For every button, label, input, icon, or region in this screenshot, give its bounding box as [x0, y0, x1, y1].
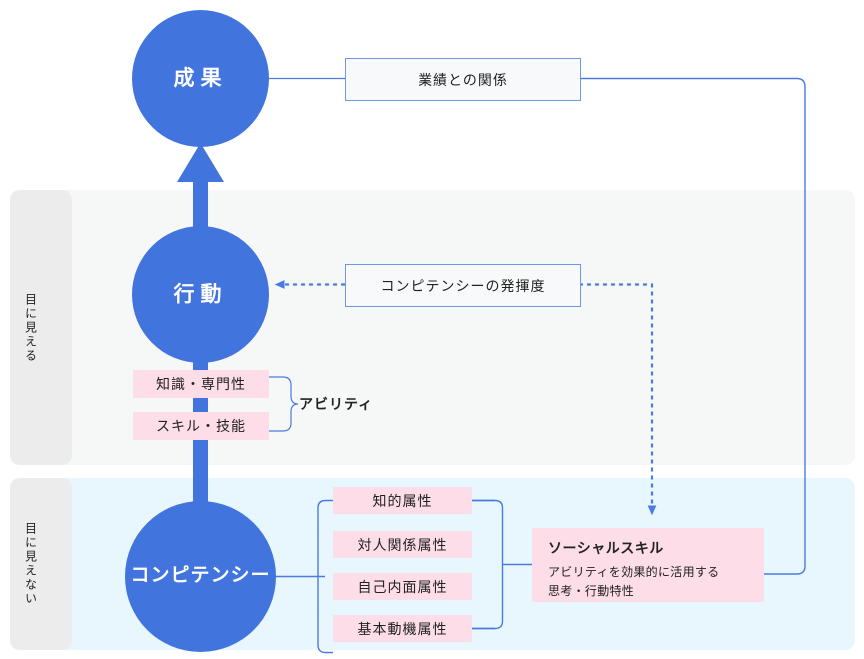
bracket-attributes-left [310, 499, 333, 654]
arrowhead-kodo-to-seika [177, 143, 224, 182]
band-tab-visible [10, 190, 72, 465]
social-skill-title: ソーシャルスキル [548, 540, 664, 556]
node-kodo[interactable]: 行動 [132, 226, 269, 363]
box-ability-knowledge[interactable]: 知識・専門性 [133, 370, 269, 398]
dotted-hakki-to-social [579, 283, 657, 516]
bracket-ability [269, 376, 299, 432]
bracket-attributes-right [472, 499, 504, 630]
box-attribute-inner-self[interactable]: 自己内面属性 [333, 573, 472, 600]
band-label-visible: 目に見える [23, 292, 38, 363]
social-skill-desc-line1: アビリティを効果的に活用する [548, 565, 720, 579]
label-ability: アビリティ [299, 396, 374, 412]
social-skill-desc-line2: 思考・行動特性 [548, 583, 635, 598]
box-attribute-basic-motive[interactable]: 基本動機属性 [333, 615, 472, 642]
box-ability-skill[interactable]: スキル・技能 [133, 412, 269, 440]
box-attribute-interpersonal[interactable]: 対人関係属性 [333, 531, 472, 558]
box-competency-hakkido[interactable]: コンピテンシーの発揮度 [345, 264, 581, 307]
node-competency[interactable]: コンピテンシー [125, 501, 276, 652]
box-social-skill[interactable]: ソーシャルスキル アビリティを効果的に活用する 思考・行動特性 [532, 528, 764, 602]
box-gyoseki-tono-kankei[interactable]: 業績との関係 [345, 58, 581, 101]
node-seika[interactable]: 成果 [132, 10, 269, 147]
line-gyoseki-to-social [579, 77, 806, 575]
band-label-hidden: 目に見えない [23, 522, 38, 606]
band-tab-hidden [10, 478, 72, 650]
box-attribute-intellectual[interactable]: 知的属性 [333, 487, 472, 514]
